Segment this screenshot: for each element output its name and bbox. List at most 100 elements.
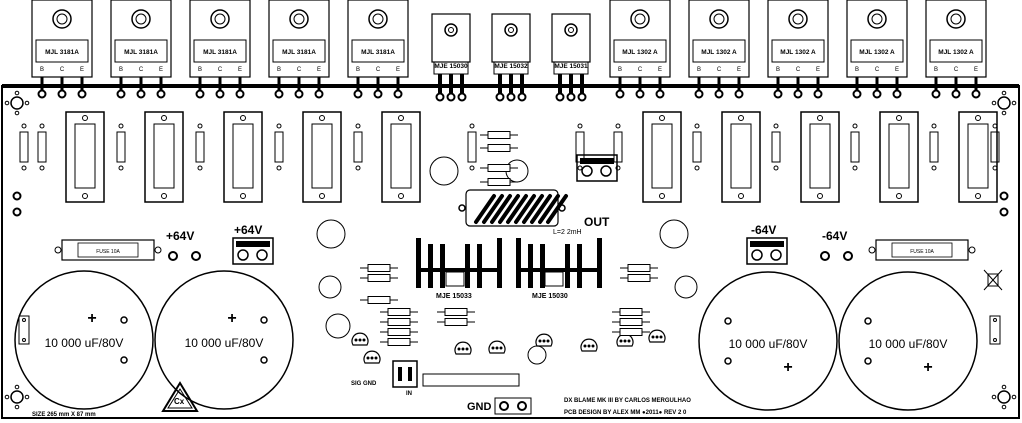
transistor-part-label: MJL 3181A xyxy=(203,49,237,56)
plus-icon: + xyxy=(923,359,932,376)
transistor-pin-label: B xyxy=(855,67,859,73)
filter-capacitors: 10 000 uF/80V+10 000 uF/80V+10 000 uF/80… xyxy=(14,270,978,411)
ladder-resistor xyxy=(480,178,518,186)
transistor-pin-label: B xyxy=(356,67,360,73)
size-label: SIZE 265 mm X 87 mm xyxy=(32,412,96,418)
in-label: IN xyxy=(406,391,412,397)
transistor-part-label: MJL 3181A xyxy=(361,49,395,56)
ladder-resistor xyxy=(437,318,475,326)
ladder-resistor xyxy=(380,328,418,336)
transistor-pin-label: B xyxy=(776,67,780,73)
fuse-left: FUSE 10A xyxy=(54,239,162,261)
small-resistor xyxy=(116,123,126,171)
transistor-part-label: MJL 3181A xyxy=(282,49,316,56)
transistor-pin-label: E xyxy=(658,67,662,73)
transistor-part-label: MJL 1302 A xyxy=(701,49,737,56)
small-resistor xyxy=(353,123,363,171)
emitter-resistor-row xyxy=(65,111,998,203)
transistor-pin-label: E xyxy=(895,67,899,73)
small-resistors xyxy=(18,123,1001,345)
small-resistor xyxy=(929,123,939,171)
transistor-pin-label: B xyxy=(119,67,123,73)
transistor-part-label: MJL 1302 A xyxy=(622,49,658,56)
emitter-resistor xyxy=(144,111,184,203)
to92-transistor xyxy=(488,340,506,354)
small-resistor xyxy=(613,123,623,171)
transistor-pin-label: C xyxy=(796,67,801,73)
emitter-resistor xyxy=(223,111,263,203)
fuse-right-label: FUSE 10A xyxy=(910,249,934,255)
ladder-resistor xyxy=(360,264,398,272)
ladder-resistor xyxy=(380,338,418,346)
credit-line-2: PCB DESIGN BY ALEX MM ●2011● REV 2 0 xyxy=(564,410,687,416)
out-label: OUT xyxy=(584,215,610,229)
small-resistor xyxy=(37,123,47,171)
transistor-pin-label: C xyxy=(376,67,381,73)
transistor-pin-label: C xyxy=(717,67,722,73)
small-transistors xyxy=(351,329,666,364)
transistor-pin-label: C xyxy=(954,67,959,73)
small-capacitor xyxy=(989,315,1001,345)
filter-capacitor: 10 000 uF/80V+ xyxy=(14,270,154,410)
transistor-pin-label: B xyxy=(697,67,701,73)
mounting-holes xyxy=(4,90,1017,410)
transistor-pin-label: C xyxy=(638,67,643,73)
small-resistor xyxy=(990,123,1000,171)
small-resistor xyxy=(467,123,477,171)
transistor-part-label: MJL 1302 A xyxy=(938,49,974,56)
transistor-part-label: MJE 15032 xyxy=(494,63,528,70)
ladder-resistor xyxy=(480,131,518,139)
driver-heatsink-right xyxy=(516,238,602,288)
transistor-pin-label: B xyxy=(40,67,44,73)
small-resistor xyxy=(274,123,284,171)
mounting-hole xyxy=(997,96,1011,110)
ladder-resistor xyxy=(437,308,475,316)
ladder-resistor xyxy=(480,164,518,172)
mounting-hole xyxy=(997,390,1011,404)
filter-capacitor: 10 000 uF/80V+ xyxy=(154,270,294,410)
gnd-label: GND xyxy=(467,401,492,413)
small-capacitor xyxy=(18,315,30,345)
out-terminal xyxy=(576,154,618,182)
small-resistor xyxy=(850,123,860,171)
to220-transistor: MJE 15030 xyxy=(431,13,471,102)
ladder-resistor xyxy=(380,318,418,326)
pad xyxy=(12,191,22,201)
emitter-resistor xyxy=(642,111,682,203)
transistor-part-label: MJE 15031 xyxy=(554,63,588,70)
transistor-pin-label: B xyxy=(277,67,281,73)
to92-transistor xyxy=(535,333,553,347)
rail-terminal-pos xyxy=(232,237,274,265)
transistor-pin-label: C xyxy=(218,67,223,73)
emitter-resistor xyxy=(721,111,761,203)
to92-transistor xyxy=(351,332,369,346)
emitter-resistor xyxy=(302,111,342,203)
pad xyxy=(999,191,1009,201)
pad xyxy=(12,207,22,217)
transistor-pin-label: E xyxy=(737,67,741,73)
emitter-resistor xyxy=(879,111,919,203)
driver-left-label: MJE 15033 xyxy=(436,293,472,300)
ladder-resistor xyxy=(360,274,398,282)
transistor-pin-label: B xyxy=(934,67,938,73)
weee-symbol xyxy=(983,269,1003,291)
small-resistor xyxy=(692,123,702,171)
ladder-resistor xyxy=(612,318,650,326)
capacitor-value-label: 10 000 uF/80V xyxy=(185,336,264,350)
transistor-part-label: MJL 1302 A xyxy=(859,49,895,56)
driver-right-label: MJE 15030 xyxy=(532,293,568,300)
ladder-resistor xyxy=(620,264,658,272)
to92-transistor xyxy=(580,338,598,352)
transistor-part-label: MJE 15030 xyxy=(434,63,468,70)
input-terminal xyxy=(392,360,418,388)
logo-text: Cx xyxy=(174,397,185,406)
rail-pads xyxy=(168,251,853,261)
credit-line-1: DX BLAME MK III BY CARLOS MERGULHAO xyxy=(564,398,691,404)
emitter-resistor xyxy=(958,111,998,203)
